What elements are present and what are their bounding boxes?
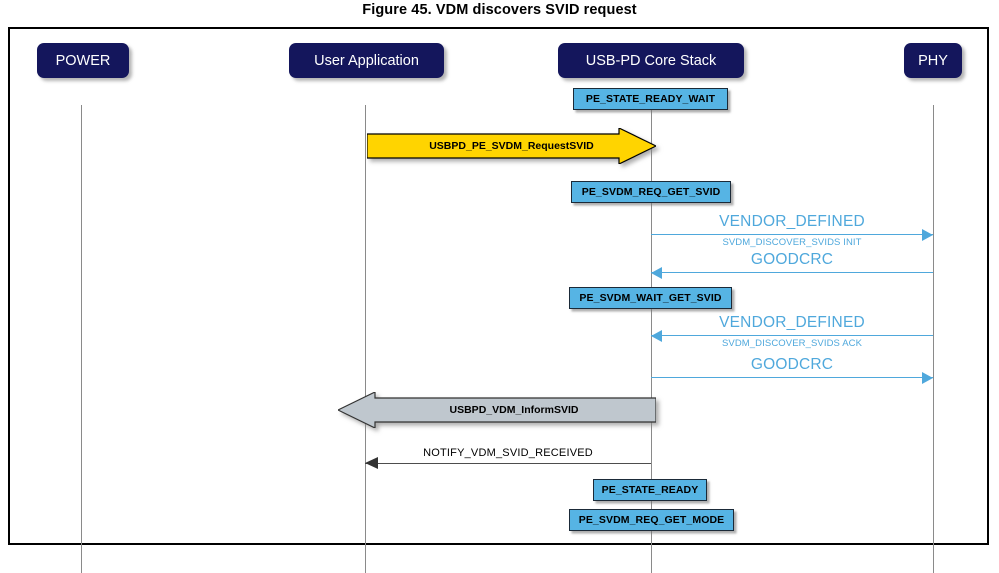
participant-phy[interactable]: PHY <box>904 43 962 78</box>
message-label: VENDOR_DEFINED <box>719 213 865 230</box>
state-box-pe-svdm-req-get-svid[interactable]: PE_SVDM_REQ_GET_SVID <box>571 181 731 203</box>
state-label: PE_SVDM_WAIT_GET_SVID <box>579 292 722 304</box>
message-line <box>651 335 933 336</box>
block-arrow-shape <box>367 128 656 164</box>
participant-label: POWER <box>55 52 111 69</box>
message-line <box>651 234 933 235</box>
message-label: NOTIFY_VDM_SVID_RECEIVED <box>423 447 593 459</box>
sequence-diagram-frame: POWER User Application USB-PD Core Stack… <box>8 27 989 573</box>
figure-title: Figure 45. VDM discovers SVID request <box>362 2 637 18</box>
arrowhead-right-icon <box>922 372 933 384</box>
block-arrow-shape <box>338 392 656 428</box>
participant-power[interactable]: POWER <box>37 43 129 78</box>
message-sublabel: SVDM_DISCOVER_SVIDS ACK <box>721 338 863 349</box>
message-label: VENDOR_DEFINED <box>719 314 865 331</box>
state-label: PE_STATE_READY <box>601 484 699 496</box>
message-line <box>651 272 933 273</box>
participant-usb-pd-core-stack[interactable]: USB-PD Core Stack <box>558 43 744 78</box>
arrowhead-left-icon <box>365 457 378 469</box>
participant-label: USB-PD Core Stack <box>585 52 717 69</box>
state-box-pe-state-ready-wait[interactable]: PE_STATE_READY_WAIT <box>573 88 728 110</box>
state-box-pe-svdm-wait-get-svid[interactable]: PE_SVDM_WAIT_GET_SVID <box>569 287 732 309</box>
participant-user-application[interactable]: User Application <box>289 43 444 78</box>
participant-label: PHY <box>918 52 948 69</box>
state-label: PE_SVDM_REQ_GET_SVID <box>581 186 721 198</box>
arrowhead-left-icon <box>651 267 662 279</box>
message-label: GOODCRC <box>750 251 834 268</box>
block-arrow-usbpd-vdm-informsvid[interactable]: USBPD_VDM_InformSVID <box>338 392 656 428</box>
message-label: GOODCRC <box>750 356 834 373</box>
state-box-pe-svdm-req-get-mode[interactable]: PE_SVDM_REQ_GET_MODE <box>569 509 734 531</box>
state-label: PE_SVDM_REQ_GET_MODE <box>578 514 725 526</box>
arrowhead-right-icon <box>922 229 933 241</box>
participant-label: User Application <box>314 52 419 69</box>
message-line <box>651 377 933 378</box>
arrowhead-left-icon <box>651 330 662 342</box>
state-box-pe-state-ready[interactable]: PE_STATE_READY <box>593 479 707 501</box>
message-line <box>365 463 651 464</box>
lifeline-phy <box>933 105 934 573</box>
lifeline-power <box>81 105 82 573</box>
state-label: PE_STATE_READY_WAIT <box>585 93 716 105</box>
lifeline-user-application <box>365 105 366 573</box>
message-sublabel: SVDM_DISCOVER_SVIDS INIT <box>722 237 862 248</box>
block-arrow-usbpd-pe-svdm-requestsvid[interactable]: USBPD_PE_SVDM_RequestSVID <box>367 128 656 164</box>
